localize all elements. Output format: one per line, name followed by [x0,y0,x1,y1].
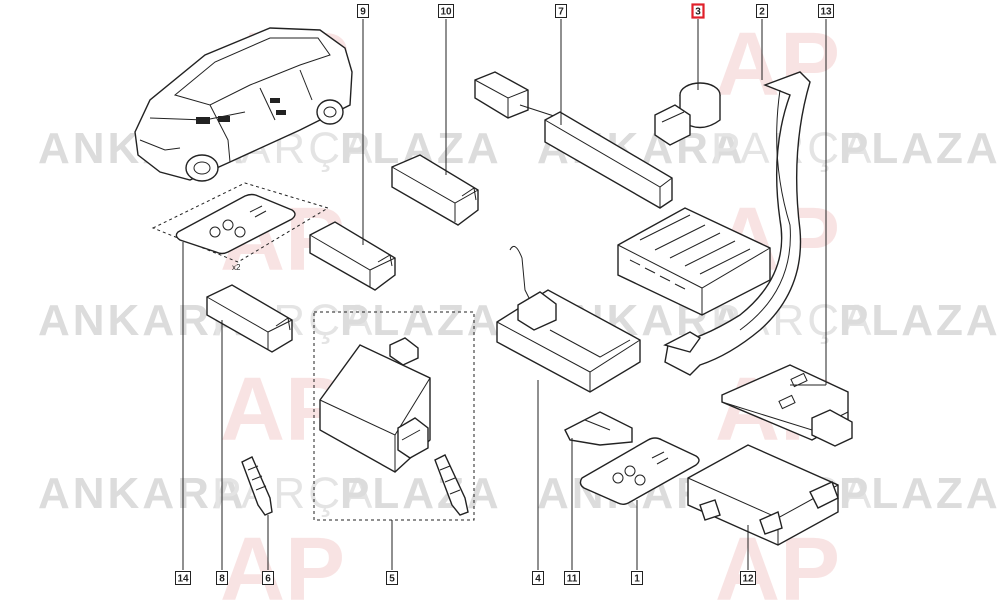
callout-label: 3 [695,7,701,18]
callout-label: 6 [265,574,271,585]
valve-stem-part-6 [241,454,469,516]
callout-label: 9 [360,7,366,18]
callout-label: 10 [440,7,452,18]
callout-box [555,4,567,18]
callout-box [175,571,191,585]
callout-4: 4 [532,571,544,585]
callout-box [564,571,580,585]
callout-8: 8 [216,571,228,585]
callout-label: 4 [535,574,541,585]
callout-label: 14 [177,574,189,585]
callout-5: 5 [386,571,398,585]
callout-box [818,4,834,18]
callout-12: 12 [740,571,756,585]
bracket-part-13 [721,364,853,447]
callout-2: 2 [756,4,768,18]
callout-label: 5 [389,574,395,585]
svg-text:PLAZA: PLAZA [839,469,1000,518]
car-illustration [134,27,353,182]
callout-label: 7 [558,7,564,18]
watermark-row: ANKARA PARÇA PLAZA ANKARA PARÇA PLAZA [38,469,1000,518]
svg-text:PLAZA: PLAZA [340,469,502,518]
callout-13: 13 [818,4,834,18]
svg-text:AP: AP [220,520,345,600]
callout-10: 10 [438,4,454,18]
callout-box [262,571,274,585]
callout-label: 13 [820,7,832,18]
callout-6: 6 [262,571,274,585]
switch-bar-part-8 [206,284,293,353]
switch-bar-part-9 [309,221,396,291]
callout-label: 8 [219,574,225,585]
callout-label: 1 [634,574,640,585]
ecu-module-part-12 [687,444,839,546]
callout-box [357,4,369,18]
callout-9: 9 [357,4,369,18]
key-blade-part-11 [564,411,633,446]
ribbon-cable-part-2 [663,71,811,376]
switch-bar-part-10 [391,154,479,226]
svg-text:PLAZA: PLAZA [839,124,1000,173]
callout-box [740,571,756,585]
callout-14: 14 [175,571,191,585]
callout-box [756,4,768,18]
svg-text:PARÇA: PARÇA [212,469,375,518]
callout-3: 3 [691,3,705,19]
control-module-part-5 [313,311,475,521]
callout-box [631,571,643,585]
svg-text:AP: AP [715,15,840,115]
lock-cylinder-part-3 [654,82,721,146]
key-card-part-1 [579,437,700,505]
car-key-marker [196,117,210,124]
callout-label: 2 [759,7,765,18]
callout-label: 11 [567,574,578,585]
svg-text:x2: x2 [232,263,241,272]
callout-11: 11 [564,571,580,585]
callout-box [216,571,228,585]
svg-text:ANKARA: ANKARA [38,469,247,518]
callout-1: 1 [631,571,643,585]
callout-box [438,4,454,18]
svg-text:PLAZA: PLAZA [340,296,502,345]
antenna-connector-part-7 [474,71,673,209]
callout-box [691,3,705,19]
callout-box [386,571,398,585]
leader-lines [182,19,827,570]
svg-text:PLAZA: PLAZA [839,296,1000,345]
card-reader-part-4 [496,245,641,393]
keycard-set-part-14: x2 [151,182,330,272]
callout-box [532,571,544,585]
callout-label: 12 [742,574,754,585]
callout-7: 7 [555,4,567,18]
